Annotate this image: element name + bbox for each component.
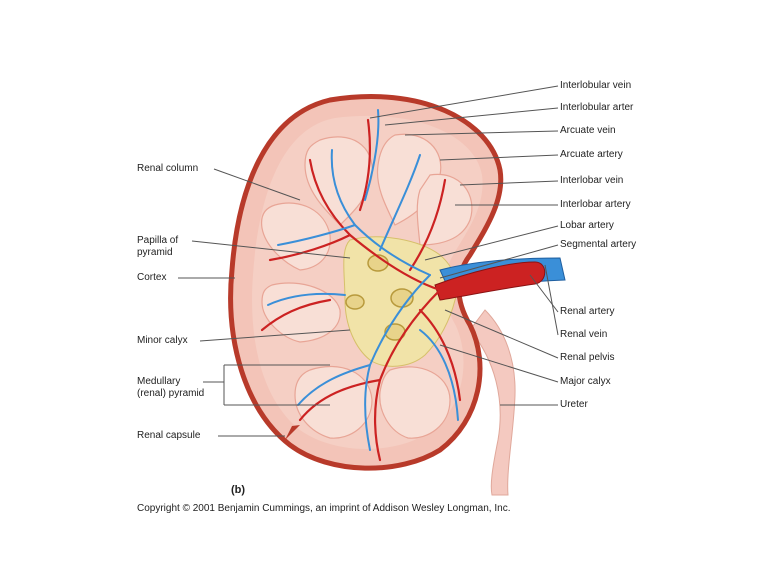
- label-renal-column: Renal column: [137, 163, 198, 175]
- label-major-calyx: Major calyx: [560, 376, 611, 388]
- label-cortex: Cortex: [137, 272, 166, 284]
- label-ureter: Ureter: [560, 399, 588, 411]
- label-papilla-line1: Papilla of: [137, 235, 178, 247]
- label-medullary-line2: (renal) pyramid: [137, 388, 204, 400]
- label-arcuate-vein: Arcuate vein: [560, 125, 616, 137]
- label-segmental-artery: Segmental artery: [560, 239, 636, 251]
- label-arcuate-artery: Arcuate artery: [560, 149, 623, 161]
- label-renal-pelvis: Renal pelvis: [560, 352, 614, 364]
- label-renal-artery: Renal artery: [560, 306, 614, 318]
- label-lobar-artery: Lobar artery: [560, 220, 614, 232]
- label-papilla-line2: pyramid: [137, 247, 173, 259]
- label-minor-calyx: Minor calyx: [137, 335, 188, 347]
- copyright-notice: Copyright © 2001 Benjamin Cummings, an i…: [137, 503, 510, 514]
- panel-label: (b): [231, 484, 245, 496]
- label-interlobular-artery: Interlobular arter: [560, 102, 633, 114]
- label-medullary-line1: Medullary: [137, 376, 180, 388]
- label-renal-capsule: Renal capsule: [137, 430, 200, 442]
- label-interlobar-vein: Interlobar vein: [560, 175, 623, 187]
- label-interlobar-artery: Interlobar artery: [560, 199, 631, 211]
- label-renal-vein: Renal vein: [560, 329, 607, 341]
- label-interlobular-vein: Interlobular vein: [560, 80, 631, 92]
